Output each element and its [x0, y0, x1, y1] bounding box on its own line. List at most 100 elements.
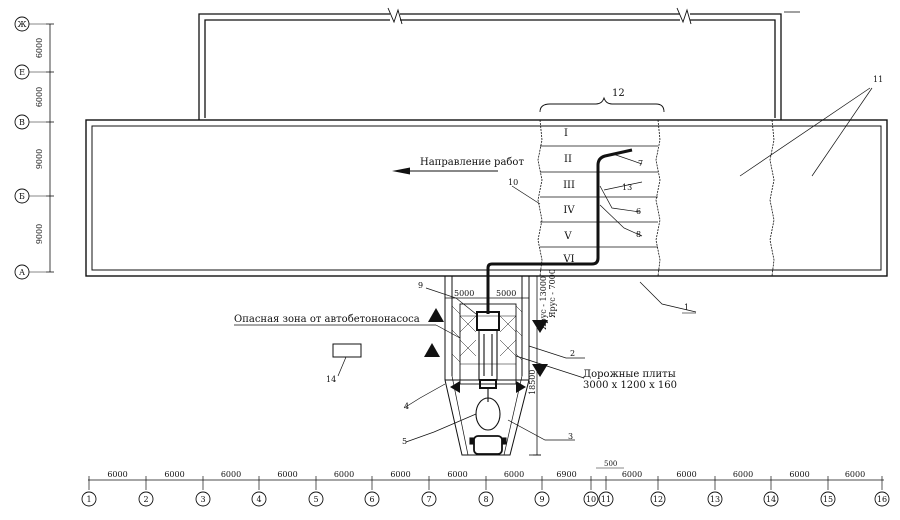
- row-axis-label: Б: [19, 192, 25, 201]
- callout-2: 2: [570, 349, 575, 358]
- col-axis-label: 9: [539, 495, 544, 504]
- brace-12: [539, 96, 665, 113]
- callout-13: 13: [622, 183, 632, 192]
- tier-label: I: [564, 128, 568, 139]
- break-lines: [537, 119, 775, 277]
- upper-building-outline: [198, 7, 800, 120]
- callout-leaders: [403, 87, 873, 443]
- col-axis-dim: 6000: [845, 470, 865, 479]
- col-axis-circle: [81, 491, 97, 507]
- col-axis-label: 4: [256, 495, 261, 504]
- col-axis-label: 10: [586, 495, 596, 504]
- item-14-box: [332, 343, 362, 358]
- row-axis-label: Е: [19, 68, 25, 77]
- col-axis-circle: [195, 491, 211, 507]
- col-axis-label: 8: [483, 495, 488, 504]
- col-axis-label: 13: [710, 495, 720, 504]
- col-axis-dim: 6000: [504, 470, 524, 479]
- tier-label: VI: [562, 254, 574, 265]
- callout-12: 12: [612, 88, 625, 99]
- road-plates: [451, 305, 523, 363]
- yarus-13000: Ярус - 13000: [539, 276, 548, 330]
- row-axis-dim-line: [46, 23, 54, 273]
- col-axis-label: 16: [877, 495, 887, 504]
- col-axis-dim: 6900: [556, 470, 576, 479]
- row-dim: 9000: [35, 224, 44, 244]
- row-axis-label: А: [19, 268, 25, 277]
- road-plates-leader: [515, 355, 585, 379]
- row-axis-label: В: [19, 118, 25, 127]
- col-axis-dim: 6000: [277, 470, 297, 479]
- tier-label: V: [563, 231, 572, 242]
- col-axis-circle: [478, 491, 494, 507]
- row-dim: 6000: [35, 38, 44, 58]
- callout-8: 8: [636, 230, 641, 239]
- tier-labels: I II III IV V VI: [562, 128, 575, 265]
- callout-14: 14: [326, 375, 336, 384]
- tier-label: II: [564, 154, 572, 165]
- callout-4: 4: [404, 402, 409, 411]
- col-axis-label: 11: [601, 495, 611, 504]
- col-axis-label: 7: [426, 495, 431, 504]
- road-plates-label-2: 3000 х 1200 х 160: [583, 380, 677, 391]
- col-axis-circle: [707, 491, 723, 507]
- dim-5000-left: 5000: [454, 289, 474, 298]
- direction-label: Направление работ: [420, 157, 524, 168]
- callout-6: 6: [636, 207, 641, 216]
- col-axis-circle: [308, 491, 324, 507]
- col-axis-circle: [583, 491, 599, 507]
- tier-label: III: [563, 180, 575, 191]
- callout-9: 9: [418, 281, 423, 290]
- danger-zone-label: Опасная зона от автобетононасоса: [234, 314, 420, 325]
- col-axis-label: 5: [313, 495, 318, 504]
- callout-7: 7: [638, 159, 643, 168]
- concrete-pump-truck: [476, 311, 500, 389]
- dim-18500: 18500: [528, 370, 537, 395]
- row-dim: 9000: [35, 149, 44, 169]
- col-axis-dim: 6000: [107, 470, 127, 479]
- dim-5000-right: 5000: [496, 289, 516, 298]
- col-axis-circle: [138, 491, 154, 507]
- callout-11: 11: [873, 75, 883, 84]
- col-axis-circle: [874, 491, 890, 507]
- col-axis-dim: 6000: [447, 470, 467, 479]
- callout-5: 5: [402, 437, 407, 446]
- dim-18500-line: [529, 276, 541, 456]
- gap-dim-500: 500: [604, 460, 617, 468]
- callout-10: 10: [508, 178, 518, 187]
- concrete-pipeline: [486, 148, 633, 314]
- col-axis-dim: 6000: [390, 470, 410, 479]
- tier-label: IV: [563, 205, 575, 216]
- col-axis-dim: 6000: [622, 470, 642, 479]
- col-axis-circle: [421, 491, 437, 507]
- col-axis-dims: 6000 6000 6000 6000 6000 6000 6000 6000 6900 6000…: [107, 470, 865, 479]
- col-axis-label: 1: [86, 495, 91, 504]
- col-axis-label: 6: [369, 495, 374, 504]
- col-axis-circle: [251, 491, 267, 507]
- main-building-outline: [85, 119, 888, 277]
- col-axis-dim: 6000: [221, 470, 241, 479]
- col-axis-circle: [820, 491, 836, 507]
- col-axis-label: 2: [143, 495, 148, 504]
- col-axis-circle: [650, 491, 666, 507]
- callout-1: 1: [684, 303, 689, 312]
- road-plates-label-1: Дорожные плиты: [583, 369, 676, 380]
- direction-arrow: [392, 167, 498, 175]
- row-axis-label: Ж: [18, 20, 27, 29]
- yarus-7000: Ярус - 7000: [548, 269, 557, 318]
- col-axis-ticks: [88, 476, 883, 490]
- col-axis-circle: [534, 491, 550, 507]
- danger-zone-markers: [424, 308, 548, 393]
- col-axis-dim: 6000: [334, 470, 354, 479]
- callout-3: 3: [568, 432, 573, 441]
- col-axis-label: 14: [766, 495, 776, 504]
- col-axis-dim: 6000: [789, 470, 809, 479]
- col-axis-dim: 6000: [733, 470, 753, 479]
- col-axis-dim: 6000: [676, 470, 696, 479]
- mixer-truck: [469, 388, 507, 455]
- row-dim: 6000: [35, 87, 44, 107]
- col-axis-label: 15: [823, 495, 833, 504]
- col-axis-label: 3: [200, 495, 205, 504]
